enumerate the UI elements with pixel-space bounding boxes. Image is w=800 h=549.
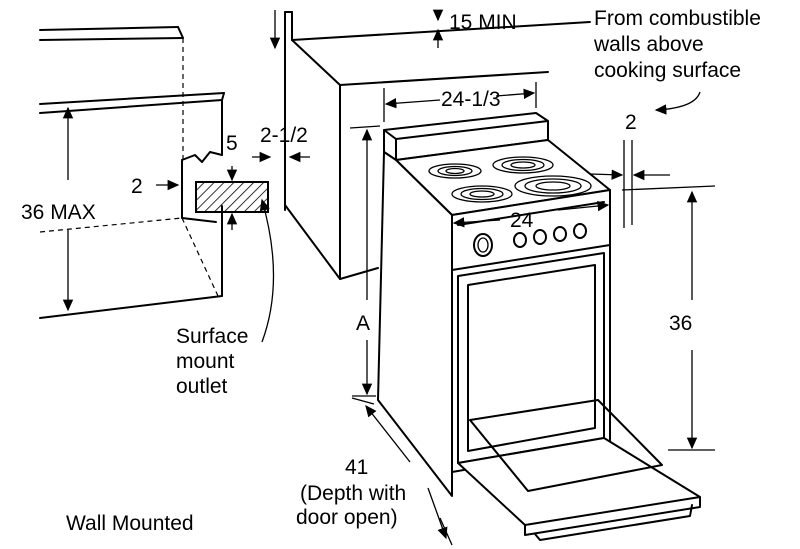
label-24-1-3: 24-1/3 <box>441 88 501 111</box>
range <box>377 112 611 497</box>
dimension-41 <box>351 397 453 546</box>
label-combustible-2: walls above <box>593 33 704 56</box>
label-outlet-3: outlet <box>176 375 228 398</box>
label-5: 5 <box>226 132 238 155</box>
wall-cabinet <box>39 26 225 319</box>
dimension-36 <box>621 185 716 451</box>
burner-back-right <box>492 156 554 174</box>
combustible-leader <box>654 91 701 115</box>
outlet-leader <box>259 198 275 343</box>
label-combustible-1: From combustible <box>594 7 761 30</box>
burner-front-left <box>451 185 513 203</box>
caption-wall-mounted: Wall Mounted <box>66 512 194 535</box>
label-outlet-2: mount <box>176 350 235 373</box>
label-depth-note-1: (Depth with <box>300 482 406 505</box>
label-combustible-3: cooking surface <box>594 59 741 82</box>
burner-front-right <box>514 175 592 197</box>
dimension-a <box>349 125 381 397</box>
label-41: 41 <box>345 456 368 479</box>
dimension-15-min <box>269 9 444 50</box>
dimension-24 <box>452 200 610 228</box>
label-2-side: 2 <box>625 111 637 134</box>
label-depth-note-2: door open) <box>296 506 398 529</box>
label-outlet-1: Surface <box>176 325 248 348</box>
label-36: 36 <box>669 312 692 335</box>
label-2-left: 2 <box>131 175 143 198</box>
surface-mount-outlet <box>195 181 269 213</box>
label-2-1-2: 2-1/2 <box>260 124 308 147</box>
label-24: 24 <box>510 209 534 232</box>
label-15-min: 15 MIN <box>449 11 517 34</box>
dimension-2-side <box>589 140 670 228</box>
label-36-max: 36 MAX <box>21 201 96 224</box>
dimension-24-1-3 <box>383 82 537 122</box>
label-a: A <box>356 312 370 335</box>
burner-back-left <box>428 163 482 179</box>
open-oven-door <box>457 399 701 541</box>
control-knobs <box>473 223 587 257</box>
